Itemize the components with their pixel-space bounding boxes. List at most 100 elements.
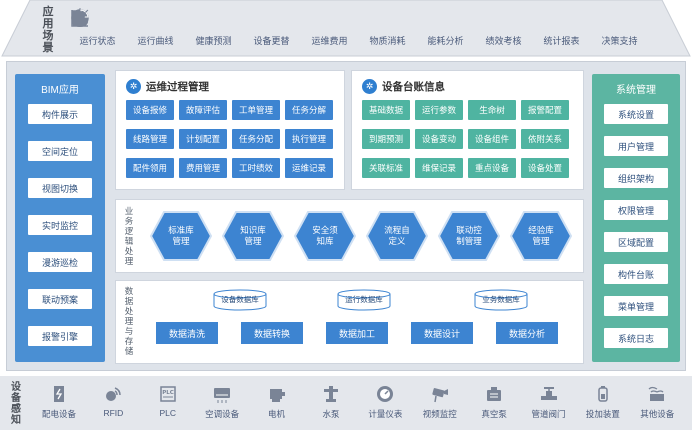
system-item[interactable]: 组织架构 — [604, 168, 668, 188]
bim-item[interactable]: 空间定位 — [28, 141, 92, 161]
label-char: 与 — [124, 326, 134, 336]
ledger-button[interactable]: 生命树 — [468, 100, 516, 120]
device-item[interactable]: 空调设备 — [195, 384, 249, 420]
valve-icon — [538, 384, 560, 404]
device-item-label: RFID — [103, 408, 124, 418]
scene-item[interactable]: 决策支持 — [72, 8, 647, 53]
scene-item-label: 能耗分析 — [427, 36, 464, 46]
device-item[interactable]: 真空泵 — [467, 384, 521, 420]
logic-hexagon[interactable]: 标准库管理 — [150, 211, 212, 261]
ledger-button[interactable]: 报警配置 — [521, 100, 569, 120]
bim-item[interactable]: 构件展示 — [28, 104, 92, 124]
logic-hexagon[interactable]: 经验库管理 — [510, 211, 572, 261]
device-item[interactable]: 配电设备 — [32, 384, 86, 420]
scene-item-label: 运行曲线 — [137, 36, 174, 46]
scene-item[interactable]: 物质消耗 — [72, 8, 415, 53]
bim-item[interactable]: 视图切换 — [28, 178, 92, 198]
ops-button[interactable]: 执行管理 — [285, 129, 333, 149]
scene-item-label: 健康预测 — [195, 36, 232, 46]
ledger-button[interactable]: 基础数据 — [362, 100, 410, 120]
ledger-button[interactable]: 设备变动 — [415, 129, 463, 149]
scene-item[interactable]: 运行曲线 — [71, 8, 183, 53]
system-item[interactable]: 区域配置 — [604, 232, 668, 252]
system-item[interactable]: 系统设置 — [604, 104, 668, 124]
system-title: 系统管理 — [616, 85, 656, 96]
device-item-label: 电机 — [268, 409, 286, 419]
label-char: 理 — [124, 316, 134, 326]
device-item-label: 真空泵 — [481, 409, 507, 419]
ledger-button[interactable]: 到期预测 — [362, 129, 410, 149]
device-item-label: 投加装置 — [585, 409, 620, 419]
performance-icon — [72, 8, 515, 30]
ops-button[interactable]: 运维记录 — [285, 158, 333, 178]
ops-button[interactable]: 线路管理 — [126, 129, 174, 149]
bim-item[interactable]: 实时监控 — [28, 215, 92, 235]
device-item[interactable]: 其他设备 — [630, 384, 684, 420]
ledger-button[interactable]: 设备处置 — [521, 158, 569, 178]
water-pump-icon — [320, 384, 342, 404]
dosing-device-icon — [592, 384, 614, 404]
system-item[interactable]: 系统日志 — [604, 328, 668, 348]
device-item[interactable]: 视频监控 — [413, 384, 467, 420]
device-item[interactable]: 管道阀门 — [522, 384, 576, 420]
scene-item[interactable]: 绩效考核 — [72, 8, 531, 53]
bim-item[interactable]: 报警引擎 — [28, 326, 92, 346]
device-item[interactable]: 水泵 — [304, 384, 358, 420]
system-item[interactable]: 构件台账 — [604, 264, 668, 284]
ops-button[interactable]: 故障评估 — [179, 100, 227, 120]
label-char: 务 — [124, 216, 134, 226]
ops-button[interactable]: 计划配置 — [179, 129, 227, 149]
application-scene-banner: 应用 场景 运行状态运行曲线健康预测设备更替$运维费用物质消耗能耗分析绩效考核统… — [0, 0, 692, 58]
device-item[interactable]: 电机 — [250, 384, 304, 420]
rfid-icon — [102, 384, 124, 404]
data-process-button[interactable]: 数据清洗 — [156, 322, 218, 344]
logic-hexagon[interactable]: 联动控制管理 — [438, 211, 500, 261]
data-process-button[interactable]: 数据转换 — [241, 322, 303, 344]
ops-button[interactable]: 费用管理 — [179, 158, 227, 178]
bim-item[interactable]: 联动预案 — [28, 289, 92, 309]
hexagon-label: 经验库管理 — [528, 225, 554, 246]
database-cylinder[interactable]: 运行数据库 — [334, 289, 394, 311]
database-cylinder[interactable]: 业务数据库 — [471, 289, 531, 311]
database-label: 设备数据库 — [221, 295, 259, 304]
scene-item-label: 物质消耗 — [369, 36, 406, 46]
ledger-button[interactable]: 重点设备 — [468, 158, 516, 178]
scene-item[interactable]: 能耗分析 — [71, 8, 473, 53]
device-item[interactable]: 计量仪表 — [358, 384, 412, 420]
ledger-button[interactable]: 运行参数 — [415, 100, 463, 120]
ledger-button[interactable]: 设备组件 — [468, 129, 516, 149]
ops-button[interactable]: 任务分配 — [232, 129, 280, 149]
logic-hexagon[interactable]: 流程自定义 — [366, 211, 428, 261]
device-item[interactable]: RFID — [86, 384, 140, 420]
data-process-button[interactable]: 数据分析 — [496, 322, 558, 344]
ledger-button[interactable]: 依附关系 — [521, 129, 569, 149]
system-item[interactable]: 用户管理 — [604, 136, 668, 156]
hexagon-label: 安全须知库 — [312, 225, 338, 246]
logic-hexagon[interactable]: 安全须知库 — [294, 211, 356, 261]
ops-process-panel: ✲ 运维过程管理 设备报修故障评估工单管理任务分解线路管理计划配置任务分配执行管… — [115, 70, 345, 190]
scene-item[interactable]: 健康预测 — [72, 8, 241, 53]
system-item[interactable]: 菜单管理 — [604, 296, 668, 316]
ops-button[interactable]: 工时绩效 — [232, 158, 280, 178]
scene-item-label: 设备更替 — [253, 36, 290, 46]
data-process-button[interactable]: 数据加工 — [326, 322, 388, 344]
data-process-button[interactable]: 数据设计 — [411, 322, 473, 344]
ops-button[interactable]: 设备报修 — [126, 100, 174, 120]
ops-button[interactable]: 任务分解 — [285, 100, 333, 120]
bim-item[interactable]: 漫游巡检 — [28, 252, 92, 272]
ops-button[interactable]: 配件领用 — [126, 158, 174, 178]
scene-item[interactable]: $运维费用 — [73, 8, 357, 53]
system-item[interactable]: 权限管理 — [604, 200, 668, 220]
scene-item-label: 绩效考核 — [485, 36, 522, 46]
logic-hexagon[interactable]: 知识库管理 — [222, 211, 284, 261]
ops-button[interactable]: 工单管理 — [232, 100, 280, 120]
ledger-button[interactable]: 维保记录 — [415, 158, 463, 178]
scene-item[interactable]: 统计报表 — [72, 8, 589, 53]
ledger-button[interactable]: 关联标准 — [362, 158, 410, 178]
scene-item[interactable]: 设备更替 — [72, 8, 299, 53]
database-cylinder[interactable]: 设备数据库 — [210, 289, 270, 311]
device-item[interactable]: 投加装置 — [576, 384, 630, 420]
label-char: 辑 — [124, 236, 134, 246]
